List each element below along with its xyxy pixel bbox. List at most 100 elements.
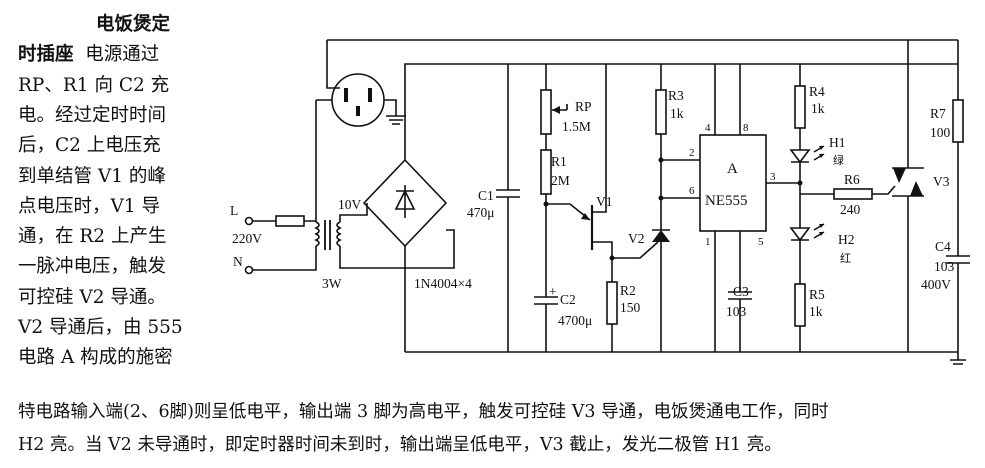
text-line: 电。经过定时时间 xyxy=(18,99,166,134)
led-h2-icon xyxy=(789,183,825,284)
svg-text:V3: V3 xyxy=(933,174,950,189)
text-line: 到单结管 V1 的峰 xyxy=(18,160,166,195)
text-line: H2 亮。当 V2 未导通时，即定时器时间未到时，输出端呈低电平，V3 截止，发… xyxy=(18,435,782,455)
svg-text:C4: C4 xyxy=(935,239,951,254)
svg-text:3: 3 xyxy=(770,171,776,183)
wire xyxy=(315,99,332,222)
triac-v3-icon xyxy=(892,40,924,352)
text-line: 通，在 R2 上产生 xyxy=(18,220,166,255)
resistor-r2 xyxy=(606,241,659,352)
svg-text:470μ: 470μ xyxy=(467,205,495,220)
text-line: 电饭煲定 xyxy=(96,8,170,43)
ne555-chip xyxy=(699,64,800,352)
led-h1-icon xyxy=(789,145,825,183)
body-text: 到单结管 V1 的峰 xyxy=(18,165,166,187)
svg-text:RP: RP xyxy=(575,99,592,114)
text-line: RP、R1 向 C2 充 xyxy=(18,69,169,104)
svg-text:4: 4 xyxy=(705,122,711,134)
svg-text:1.5M: 1.5M xyxy=(562,119,591,134)
svg-text:R5: R5 xyxy=(809,287,825,302)
svg-text:1N4004×4: 1N4004×4 xyxy=(414,276,472,291)
svg-text:R3: R3 xyxy=(668,88,684,103)
svg-text:6: 6 xyxy=(689,185,695,197)
resistor-r3 xyxy=(655,64,700,201)
svg-text:10V: 10V xyxy=(338,197,362,212)
svg-text:100: 100 xyxy=(930,125,951,140)
svg-text:H2: H2 xyxy=(838,232,855,247)
body-text: 电源通过 xyxy=(73,44,160,66)
power-socket-icon xyxy=(331,73,406,127)
ujt-v1-icon xyxy=(546,64,613,282)
svg-text:1k: 1k xyxy=(670,106,684,121)
svg-text:400V: 400V xyxy=(921,277,951,292)
svg-text:103: 103 xyxy=(934,259,955,274)
svg-text:R7: R7 xyxy=(930,106,946,121)
fuse-icon xyxy=(275,215,305,227)
body-text: 电。经过定时时间 xyxy=(18,104,167,126)
svg-text:C2: C2 xyxy=(560,292,576,307)
heading-text: 时插座 xyxy=(18,44,74,66)
body-text: 通，在 R2 上产生 xyxy=(18,226,167,248)
mains-input xyxy=(244,215,317,275)
bridge-rectifier-icon xyxy=(362,63,958,352)
scr-v2-icon xyxy=(652,198,670,352)
svg-text:L: L xyxy=(230,203,238,218)
capacitor-c2 xyxy=(534,296,558,352)
svg-text:V1: V1 xyxy=(596,194,613,209)
svg-text:C3: C3 xyxy=(733,284,749,299)
heading-text: 电饭煲定 xyxy=(96,14,171,35)
text-line: V2 导通后，由 555 xyxy=(18,311,183,346)
svg-text:103: 103 xyxy=(726,304,747,319)
svg-text:绿: 绿 xyxy=(833,153,844,167)
description-text-bottom: 特电路输入端(2、6脚)则呈低电平，输出端 3 脚为高电平，触发可控硅 V3 导… xyxy=(18,396,829,462)
svg-text:1: 1 xyxy=(705,236,711,248)
svg-text:R4: R4 xyxy=(809,84,825,99)
svg-text:H1: H1 xyxy=(829,135,846,150)
svg-text:5: 5 xyxy=(758,236,764,248)
resistor-r4 xyxy=(794,64,806,150)
svg-text:220V: 220V xyxy=(232,231,262,246)
resistor-r7 xyxy=(952,40,964,256)
svg-text:R1: R1 xyxy=(551,154,567,169)
body-text: 电路 A 构成的施密 xyxy=(18,347,173,369)
text-line: 后，C2 上电压充 xyxy=(18,129,161,164)
svg-text:R6: R6 xyxy=(844,172,860,187)
svg-text:V2: V2 xyxy=(628,231,645,246)
text-line: 点电压时，V1 导 xyxy=(18,190,160,225)
text-line: 可控硅 V2 导通。 xyxy=(18,281,166,316)
body-text: RP、R1 向 C2 充 xyxy=(18,74,170,96)
svg-text:2M: 2M xyxy=(551,173,570,188)
text-line: 特电路输入端(2、6脚)则呈低电平，输出端 3 脚为高电平，触发可控硅 V3 导… xyxy=(18,402,829,422)
svg-text:150: 150 xyxy=(620,300,641,315)
body-text: 点电压时，V1 导 xyxy=(18,195,161,217)
potentiometer-rp xyxy=(540,64,568,150)
svg-text:3W: 3W xyxy=(322,276,342,291)
transformer-icon xyxy=(314,203,455,269)
capacitor-c1 xyxy=(496,64,520,352)
svg-text:2: 2 xyxy=(689,147,695,159)
component-labels: L 220V N 10V 3W 1N4004×4 C1 470μ RP 1.5M… xyxy=(230,84,955,328)
body-text: 一脉冲电压，触发 xyxy=(18,256,167,278)
body-text: V2 导通后，由 555 xyxy=(18,317,183,338)
body-text: 后，C2 上电压充 xyxy=(18,135,161,157)
svg-text:240: 240 xyxy=(840,202,861,217)
svg-text:NE555: NE555 xyxy=(705,193,748,209)
svg-text:1k: 1k xyxy=(809,304,823,319)
text-line: 一脉冲电压，触发 xyxy=(18,250,166,285)
svg-text:N: N xyxy=(233,254,243,269)
capacitor-c4 xyxy=(946,255,970,365)
svg-text:C1: C1 xyxy=(478,188,494,203)
svg-text:1k: 1k xyxy=(811,101,825,116)
svg-text:8: 8 xyxy=(743,122,749,134)
resistor-r1 xyxy=(540,149,552,297)
svg-text:红: 红 xyxy=(840,252,851,265)
svg-text:R2: R2 xyxy=(620,283,636,298)
text-line: 时插座 电源通过 xyxy=(18,38,159,73)
resistor-r5 xyxy=(794,283,806,352)
svg-text:+: + xyxy=(549,284,557,299)
socket-feed-wire xyxy=(326,40,340,89)
body-text: 可控硅 V2 导通。 xyxy=(18,286,166,308)
svg-text:A: A xyxy=(727,161,738,177)
text-line: 电路 A 构成的施密 xyxy=(18,341,173,376)
